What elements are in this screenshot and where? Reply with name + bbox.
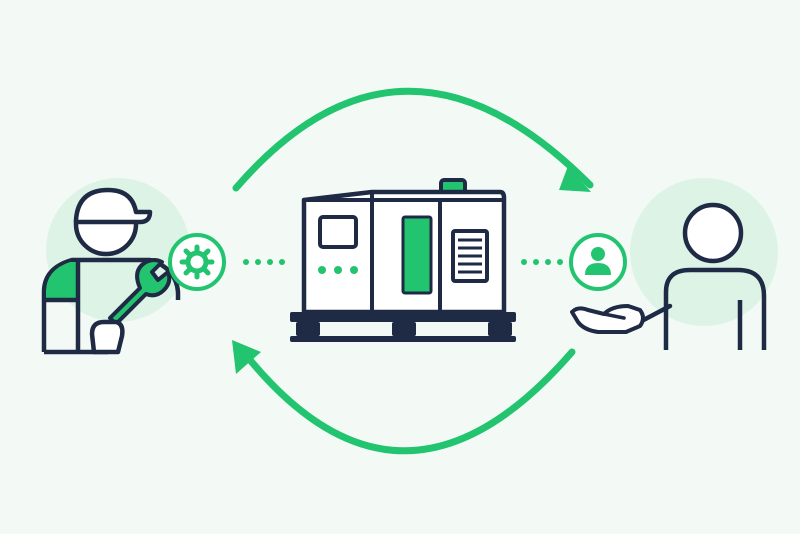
open-hand-icon [570, 304, 645, 334]
dotted-connector-right [521, 259, 563, 265]
user-badge [569, 233, 627, 291]
top-cycle-arrow-icon [232, 87, 594, 192]
customer-icon [570, 178, 778, 350]
wrench-icon [108, 258, 172, 326]
dotted-connector-left [243, 259, 285, 265]
gear-icon [179, 244, 215, 280]
bottom-cycle-arrow-icon [232, 340, 576, 455]
gear-badge [168, 233, 226, 291]
technician-icon [41, 178, 190, 355]
generator-icon [290, 178, 516, 342]
user-icon [585, 247, 611, 275]
